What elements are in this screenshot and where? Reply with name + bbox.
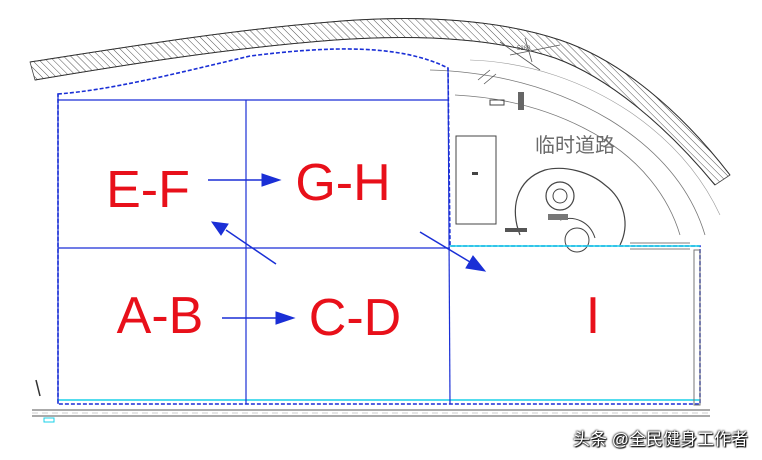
temporary-road-label: 临时道路: [535, 135, 615, 157]
site-boundary: [57, 48, 701, 405]
watermark: 头条 @全民健身工作者: [573, 430, 748, 449]
road-outline-outer: [429, 69, 706, 236]
zone-label-gh: G-H: [295, 154, 391, 212]
road-code-label: 5280: [517, 46, 531, 52]
zone-label-ab: A-B: [116, 287, 204, 345]
arrow-ef-to-gh: [208, 173, 282, 187]
road-outline-inner: [454, 94, 681, 236]
zone-label-i: I: [585, 287, 601, 345]
arrow-gh-to-i: [419, 231, 487, 272]
arrow-cd-to-ef: [210, 221, 277, 265]
parking-block: [455, 135, 497, 225]
zone-label-cd: C-D: [308, 289, 402, 347]
zone-label-ef: E-F: [106, 161, 190, 219]
zone-line-right: [447, 67, 451, 405]
arrow-ab-to-cd: [222, 311, 296, 325]
plaza-shape: [514, 167, 626, 246]
